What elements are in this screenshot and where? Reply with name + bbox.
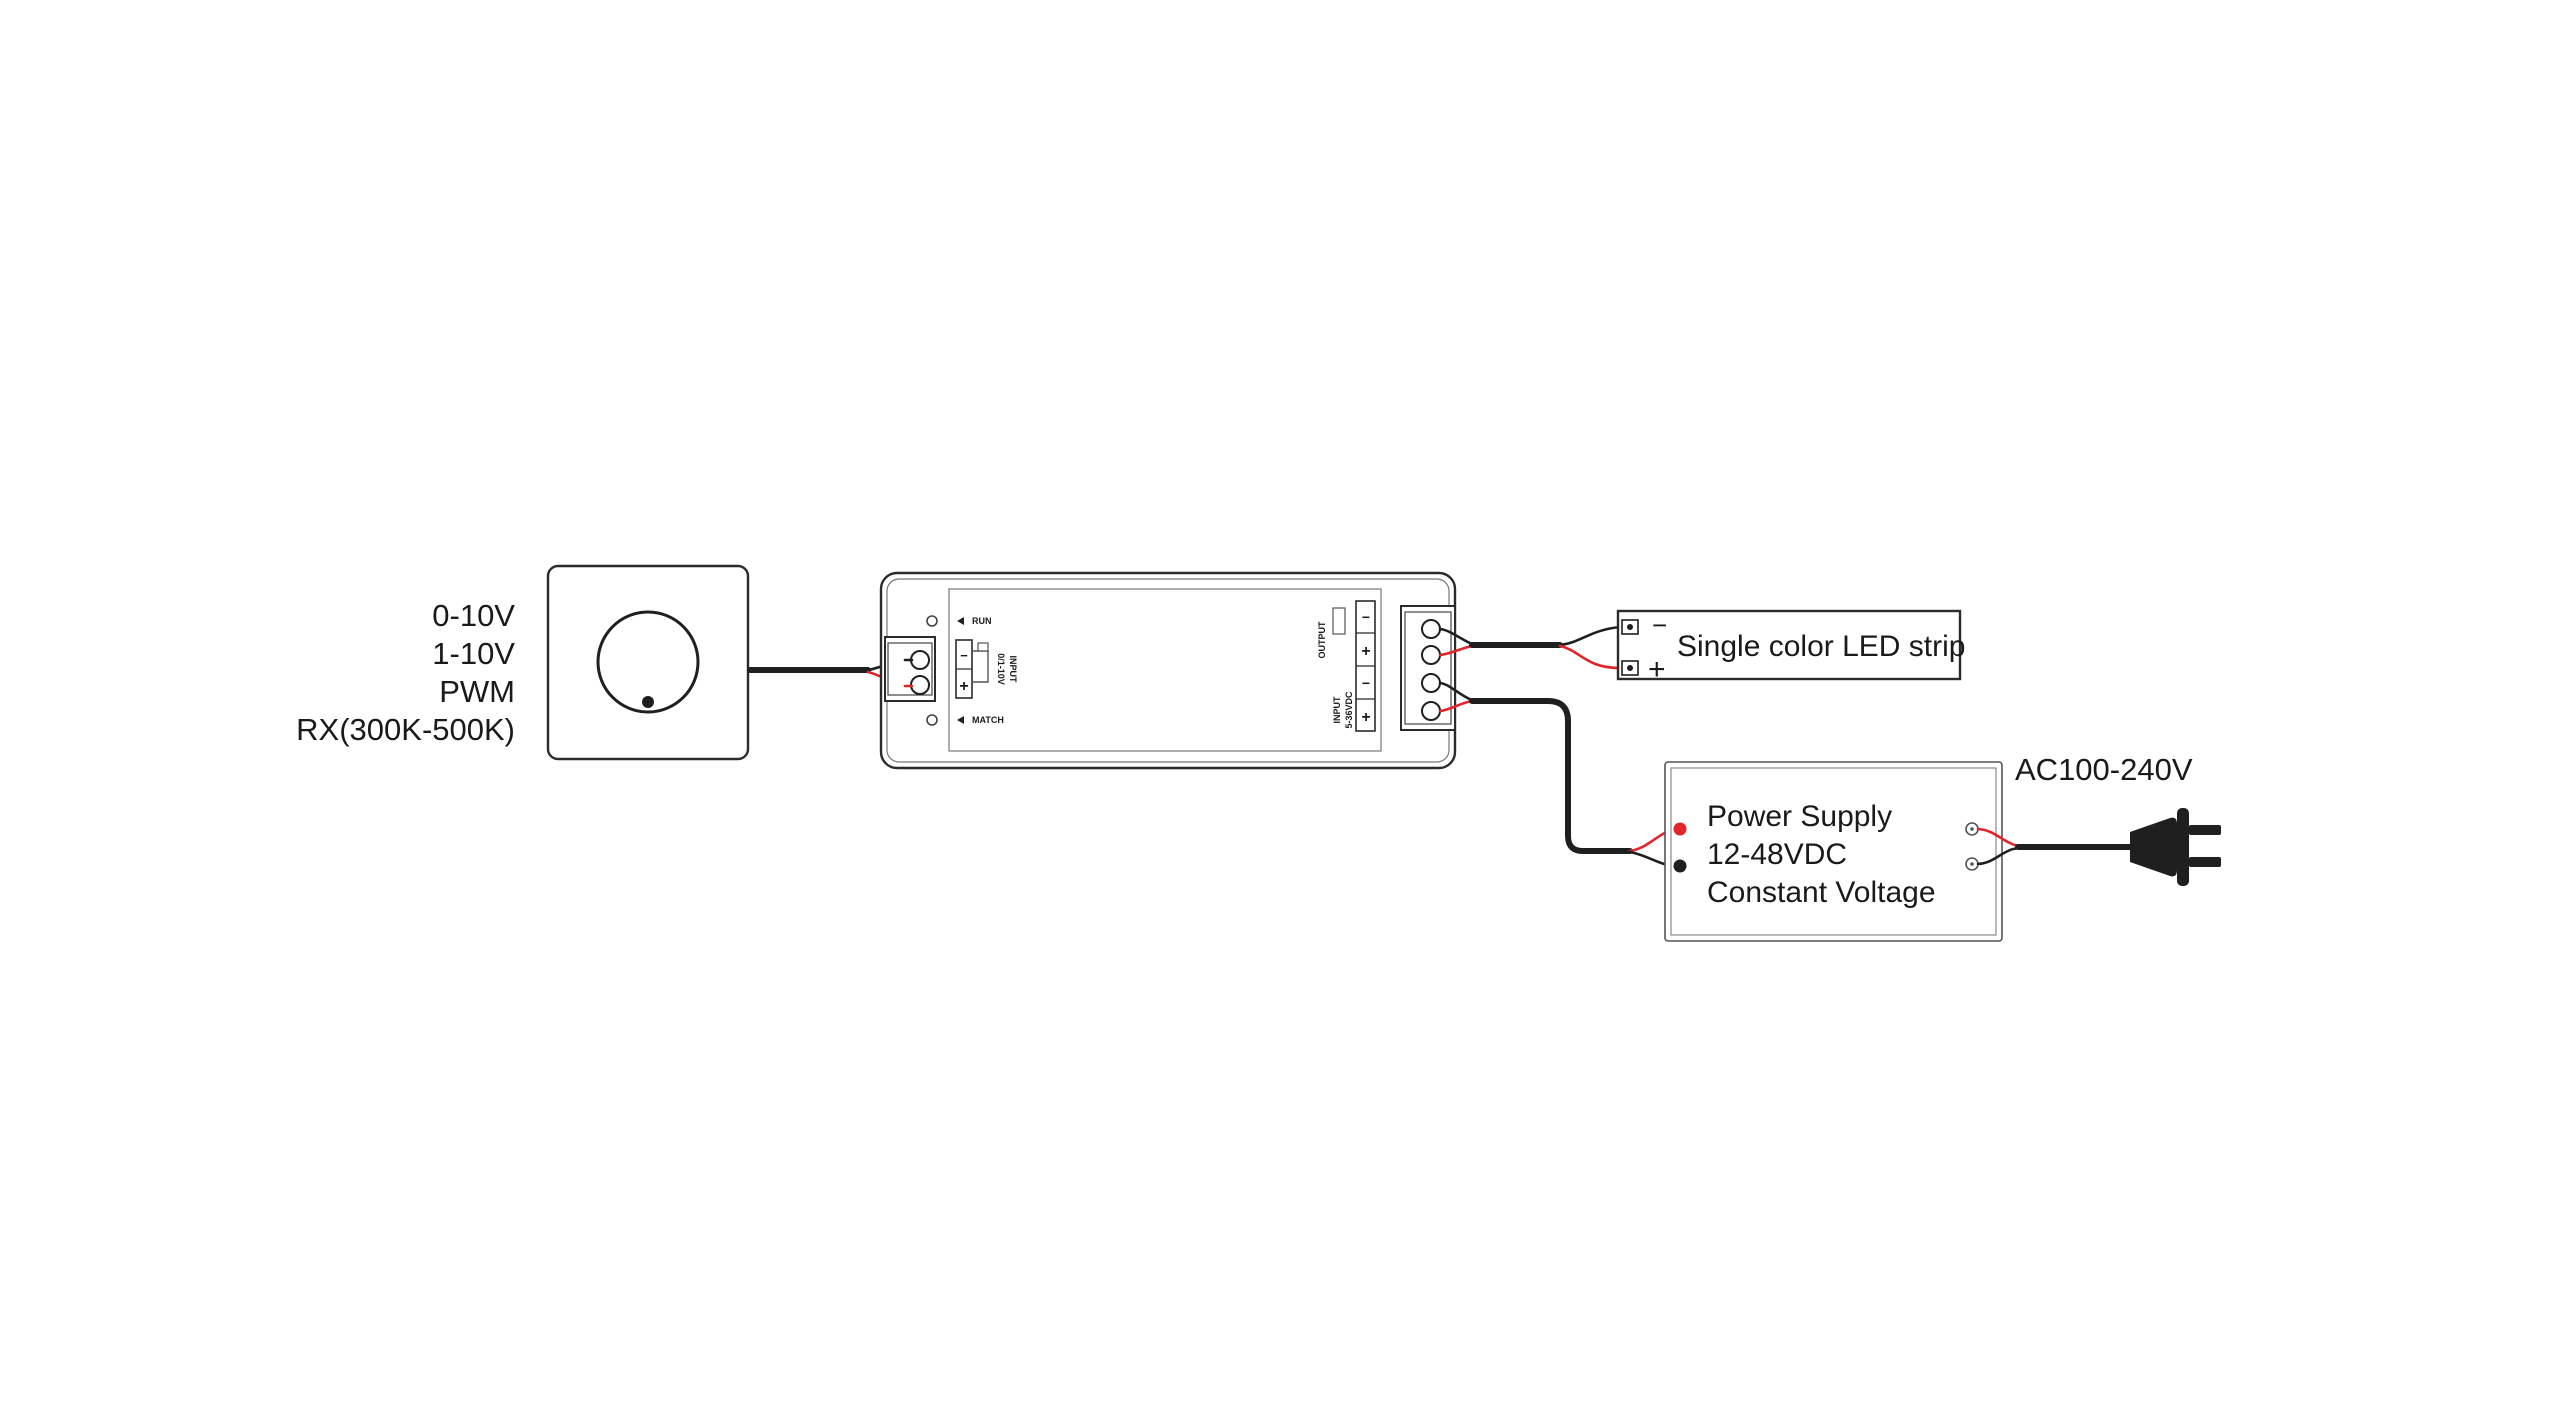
dimmer-knob-indicator <box>642 696 654 708</box>
dimmer-panel <box>546 564 750 761</box>
output-screw-plus <box>1421 645 1441 665</box>
led-strip-plus: + <box>1648 653 1666 686</box>
power-input-range: 5-36VDC <box>1344 691 1354 729</box>
output-wire-black-entry <box>1438 627 1474 646</box>
led-strip-label: Single color LED strip <box>1677 630 1965 663</box>
output-terminal-inner <box>1404 611 1452 725</box>
ac-plug-prong-2 <box>2189 857 2221 867</box>
output-minus: − <box>1362 609 1370 625</box>
power-wire-black-entry <box>1438 681 1474 702</box>
input-signal-label: INPUT <box>1008 656 1018 684</box>
run-led-icon <box>926 615 938 627</box>
power-input-minus: − <box>1362 675 1370 691</box>
power-supply-voltage: 12-48VDC <box>1707 838 1847 871</box>
signal-terminal-screw-plus <box>910 675 930 695</box>
ac-plug-face <box>2177 808 2189 886</box>
input-signal-symbol <box>977 642 989 652</box>
signal-type-0-10v: 0-10V <box>432 598 515 633</box>
led-strip-pad-minus-dot <box>1627 624 1633 630</box>
led-strip: − + Single color LED strip <box>1616 609 1965 686</box>
match-label: MATCH <box>972 715 1004 725</box>
power-screw-minus <box>1421 673 1441 693</box>
output-wire-red-entry <box>1438 644 1474 657</box>
power-supply-outer <box>1664 761 2003 942</box>
controller-label-plate <box>948 588 1382 752</box>
signal-type-rx: RX(300K-500K) <box>296 712 515 747</box>
power-supply-title: Power Supply <box>1707 800 1892 833</box>
ac-wire-red <box>1976 827 2020 848</box>
power-screw-plus <box>1421 701 1441 721</box>
run-label: RUN <box>972 616 992 626</box>
led-strip-body <box>1616 609 1962 681</box>
power-wire-red-entry <box>1438 699 1474 713</box>
output-wire-black <box>1558 625 1622 647</box>
led-strip-pad-plus-dot <box>1627 665 1633 671</box>
signal-type-1-10v: 1-10V <box>432 636 515 671</box>
run-arrow-icon <box>957 617 964 625</box>
led-controller: RUN MATCH − + INPUT 0/1-10V OUTPUT INPUT… <box>879 571 1457 770</box>
output-label: OUTPUT <box>1317 621 1327 659</box>
ac-wire-black <box>1976 846 2020 866</box>
output-wire-red <box>1558 644 1622 670</box>
dimmer-knob <box>596 610 700 714</box>
output-plus: + <box>1361 643 1370 660</box>
ac-plug-prong-1 <box>2189 825 2221 835</box>
power-cable <box>1469 698 1633 854</box>
signal-type-pwm: PWM <box>439 674 515 709</box>
power-supply: Power Supply 12-48VDC Constant Voltage <box>1664 761 2003 942</box>
input-signal-range: 0/1-10V <box>996 653 1006 685</box>
output-screw-minus <box>1421 619 1441 639</box>
power-supply-ac-terminal-1-dot <box>1970 827 1974 831</box>
input-signal-minus: − <box>960 648 968 663</box>
dimmer-signal-labels: 0-10V 1-10V PWM RX(300K-500K) <box>296 598 515 747</box>
power-supply-ac-terminal-2-dot <box>1970 862 1974 866</box>
mains-voltage-label: AC100-240V <box>2015 752 2193 787</box>
ac-plug-icon <box>2130 808 2221 886</box>
power-supply-dc-minus-terminal <box>1673 859 1687 873</box>
signal-terminal-screw-minus <box>910 650 930 670</box>
power-input-label: INPUT <box>1332 696 1342 724</box>
power-supply-type: Constant Voltage <box>1707 876 1936 909</box>
power-input-plus: + <box>1361 709 1370 726</box>
led-strip-minus: − <box>1652 610 1667 640</box>
power-supply-dc-plus-terminal <box>1673 822 1687 836</box>
power-supply-inner <box>1670 767 1997 936</box>
ac-plug-body <box>2130 817 2177 877</box>
signal-terminal-inner <box>887 642 933 696</box>
output-symbol <box>1332 607 1346 635</box>
match-arrow-icon <box>957 716 964 724</box>
match-led-icon <box>926 714 938 726</box>
input-signal-plus: + <box>959 678 968 695</box>
